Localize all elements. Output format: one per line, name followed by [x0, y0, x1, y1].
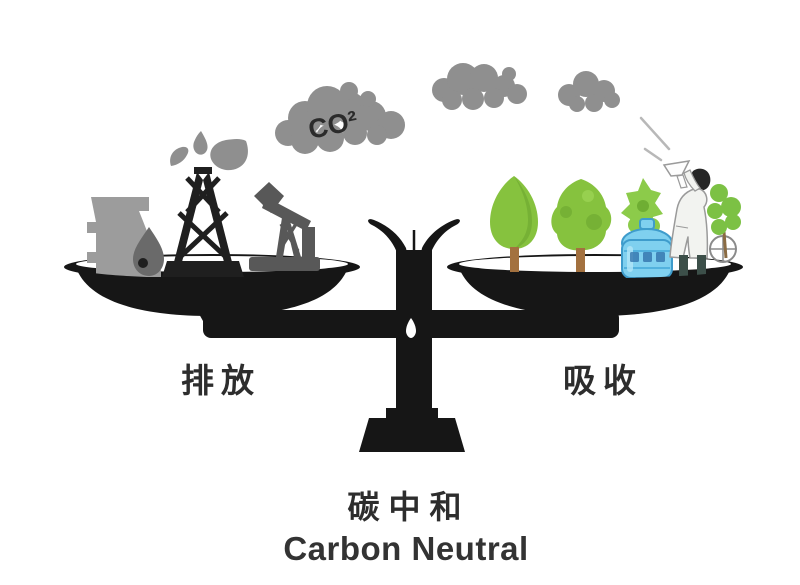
carbon-capture-tank-icon	[621, 218, 673, 279]
plant-wheel-icon	[707, 184, 741, 263]
oil-drop-icon	[133, 227, 164, 276]
absorption-pan	[447, 116, 743, 316]
oil-derrick-icon	[162, 131, 248, 277]
title-english: Carbon Neutral	[283, 530, 529, 567]
scale-base	[359, 418, 465, 452]
emission-label: 排放	[181, 362, 261, 399]
pan-bowl	[460, 270, 730, 316]
oil-splash	[170, 131, 248, 171]
tree-icon	[551, 179, 612, 272]
scale-horn-left	[368, 219, 408, 258]
co2-cloud-icon: CO²	[275, 82, 405, 154]
balance-scale-icon	[194, 219, 619, 452]
tree-icon	[490, 176, 538, 272]
scale-horn-right	[420, 219, 460, 258]
pumpjack-icon	[249, 182, 320, 271]
sun-ray-lines-icon	[639, 116, 671, 162]
scale-pivot	[406, 318, 416, 338]
absorption-label: 吸收	[563, 362, 643, 399]
title-chinese: 碳中和	[347, 489, 471, 525]
smoke-cloud-icon	[432, 63, 527, 110]
smoke-cloud-icon	[558, 71, 620, 112]
scientist-icon	[662, 160, 711, 279]
pan-bowl	[77, 270, 347, 316]
emission-pan	[64, 131, 360, 316]
